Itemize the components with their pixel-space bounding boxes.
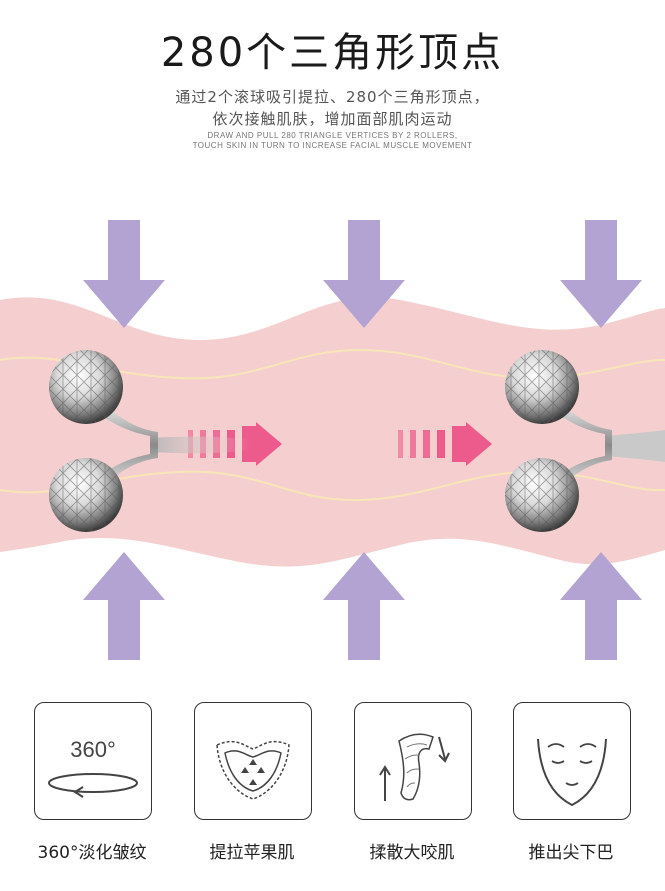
subtitle-en-line-2: TOUCH SKIN IN TURN TO INCREASE FACIAL MU…: [192, 141, 473, 150]
subtitle-en-line-1: DRAW AND PULL 280 TRIANGLE VERTICES BY 2…: [207, 131, 458, 140]
feature-card-muscle: [354, 702, 472, 820]
feature-label-chin: 推出尖下巴: [528, 843, 614, 863]
roller-right: [505, 350, 665, 532]
feature-card-lift: [194, 702, 312, 820]
rotate-360-icon: 360°: [48, 737, 138, 798]
roller-illustration: [0, 220, 665, 660]
arrow-down-center: [323, 220, 405, 328]
arrow-up-right: [560, 552, 642, 660]
arrow-up-left: [83, 552, 165, 660]
arrows-down: [83, 220, 642, 328]
face-contour-icon: [537, 738, 607, 807]
arrows-up: [83, 552, 642, 660]
motion-arrow-right: [398, 422, 492, 466]
feature-label-muscle: 揉散大咬肌: [369, 843, 455, 863]
arrow-up-center: [323, 552, 405, 660]
page-title: 280个三角形顶点: [160, 30, 505, 76]
subtitle-line-2: 依次接触肌肤，增加面部肌肉运动: [212, 110, 453, 128]
feature-label-360: 360°淡化皱纹: [37, 843, 147, 863]
arrow-down-left: [83, 220, 165, 328]
arrow-down-right: [560, 220, 642, 328]
roller-left: [49, 350, 250, 532]
feature-label-lift: 提拉苹果肌: [209, 843, 295, 863]
subtitle-line-1: 通过2个滚球吸引提拉、280个三角形顶点，: [175, 88, 490, 106]
feature-card-360: 360°: [34, 702, 152, 820]
muscle-knead-icon: [379, 733, 450, 801]
chin-lift-icon: [216, 740, 290, 800]
rotate-360-icon-text: 360°: [70, 737, 116, 762]
skin-band: [0, 297, 665, 567]
feature-card-chin: [513, 702, 631, 820]
